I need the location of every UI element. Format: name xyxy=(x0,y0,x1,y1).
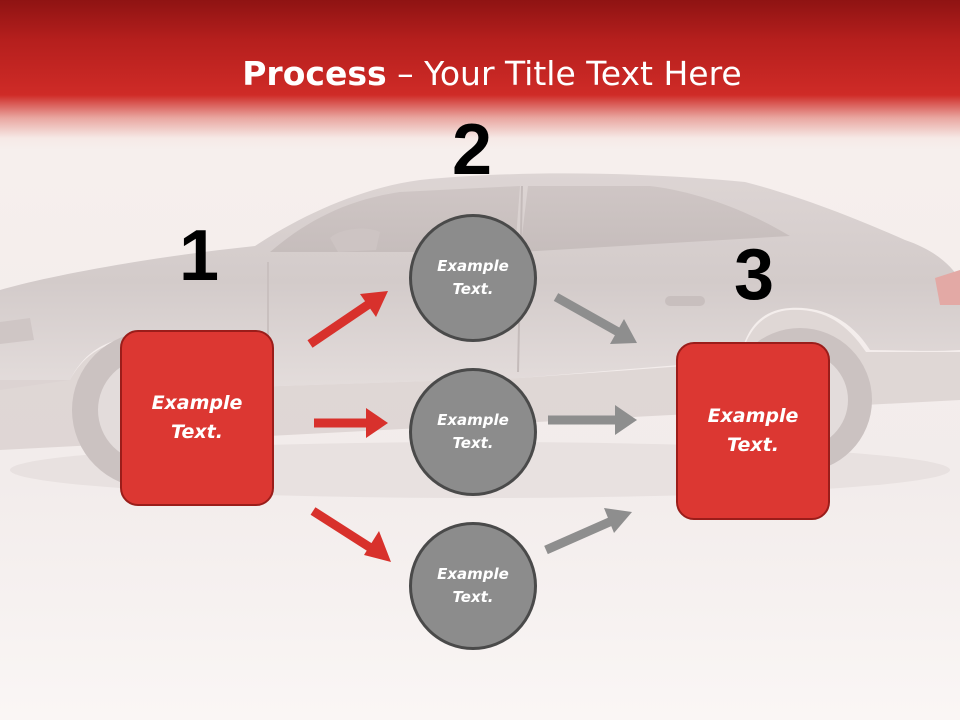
step-number-2: 2 xyxy=(451,110,493,190)
circle-middle-label: Example Text. xyxy=(437,411,509,452)
arrow-red-up xyxy=(307,291,388,348)
arrow-gray-down xyxy=(553,293,637,344)
title-bold: Process xyxy=(242,54,387,93)
header-bar xyxy=(0,0,960,150)
left-box-label: Example Text. xyxy=(151,392,243,443)
arrow-gray-up xyxy=(544,508,632,555)
slide-title: Process – Your Title Text Here xyxy=(0,48,960,100)
right-step-box: Example Text. xyxy=(676,342,830,520)
circle-bottom-label: Example Text. xyxy=(437,565,509,606)
circle-bottom: Example Text. xyxy=(409,522,537,650)
circle-middle: Example Text. xyxy=(409,368,537,496)
arrow-red-right xyxy=(314,408,388,438)
circle-top: Example Text. xyxy=(409,214,537,342)
arrow-gray-right xyxy=(548,405,637,435)
step-number-3: 3 xyxy=(733,235,775,315)
step-number-1: 1 xyxy=(178,216,220,296)
circle-top-label: Example Text. xyxy=(437,257,509,298)
arrow-red-down xyxy=(310,507,391,562)
right-box-label: Example Text. xyxy=(707,405,799,456)
left-step-box: Example Text. xyxy=(120,330,274,506)
title-rest: – Your Title Text Here xyxy=(386,54,742,93)
